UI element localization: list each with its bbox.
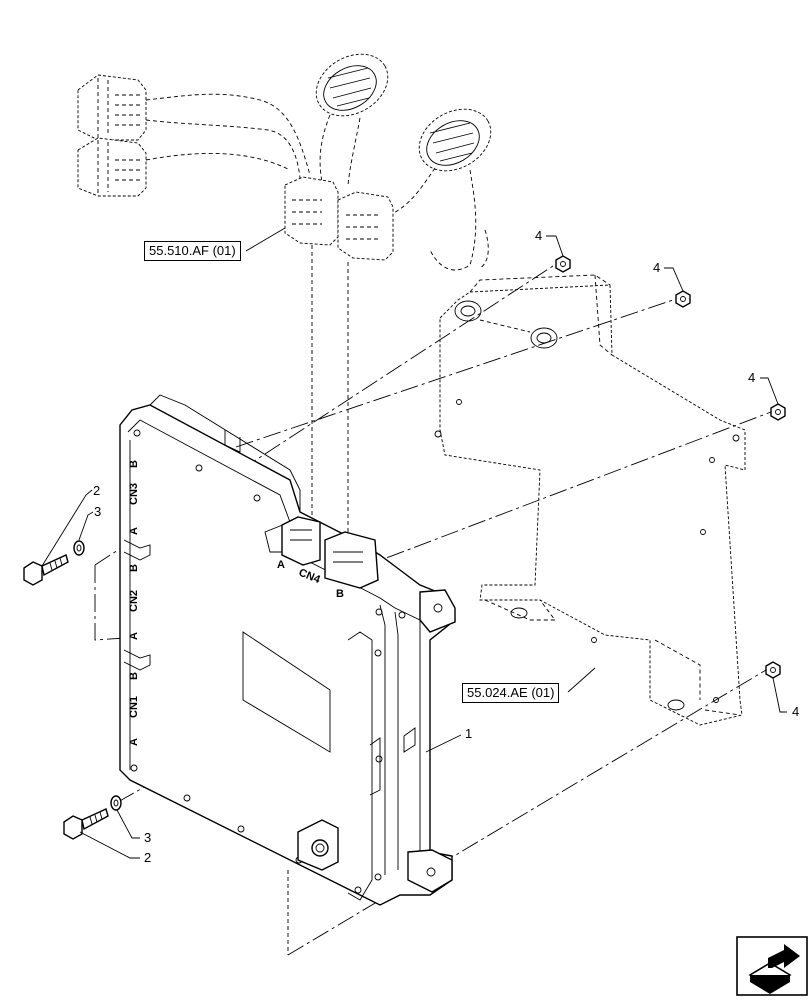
callout-3: 3 xyxy=(144,830,151,845)
callout-2: 2 xyxy=(144,850,151,865)
centre-line xyxy=(235,298,677,448)
washer xyxy=(110,795,122,811)
label-cn4-b: B xyxy=(336,588,344,600)
nut xyxy=(675,290,691,308)
nut xyxy=(770,403,786,421)
reference-harness[interactable]: 55.510.AF (01) xyxy=(144,241,241,261)
callout-1: 1 xyxy=(465,726,472,741)
callout-3: 3 xyxy=(94,504,101,519)
centre-line xyxy=(287,669,767,956)
label-cn1-a: A xyxy=(128,738,140,746)
centre-line xyxy=(94,565,141,641)
callout-4: 4 xyxy=(535,228,542,243)
label-cn2-a: A xyxy=(128,632,140,640)
nut xyxy=(555,255,571,273)
electronic-control-unit xyxy=(119,394,456,906)
next-page-arrow-icon[interactable] xyxy=(736,936,808,996)
reference-bracket[interactable]: 55.024.AE (01) xyxy=(462,683,560,703)
callout-4: 4 xyxy=(792,704,799,719)
callout-4: 4 xyxy=(748,370,755,385)
label-cn2: CN2 xyxy=(128,590,140,612)
label-cn3-b: B xyxy=(128,460,140,468)
label-cn1-b: B xyxy=(128,672,140,680)
centre-line xyxy=(359,411,772,569)
washer xyxy=(73,540,85,556)
mounting-bracket xyxy=(434,274,746,726)
label-cn3-a: A xyxy=(128,527,140,535)
bolt xyxy=(63,808,109,840)
callout-2: 2 xyxy=(93,483,100,498)
label-cn3: CN3 xyxy=(128,483,140,505)
callouts: 1 2 3 2 3 4 4 4 4 xyxy=(41,227,799,865)
wiring-harness xyxy=(77,53,492,271)
label-cn4-a: A xyxy=(277,559,285,571)
label-cn1: CN1 xyxy=(128,696,140,718)
bolt xyxy=(23,554,69,586)
callout-4: 4 xyxy=(653,260,660,275)
label-cn2-b: B xyxy=(128,564,140,572)
nut xyxy=(765,661,781,679)
